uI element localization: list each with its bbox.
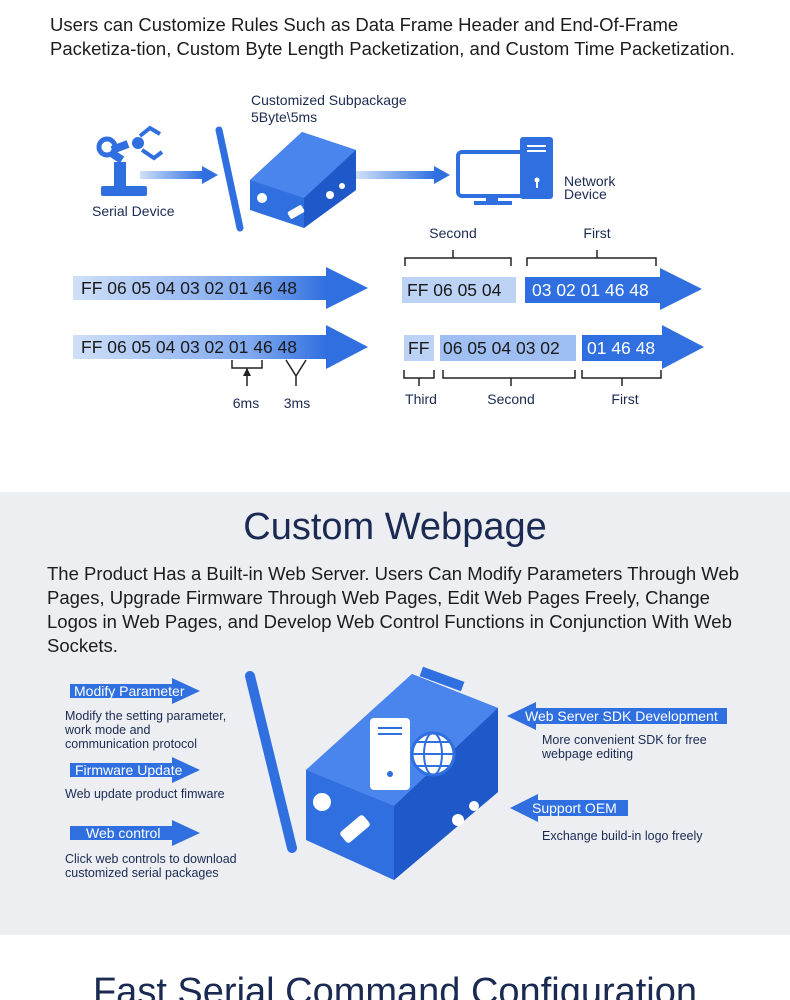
feature-desc-web-control-2: customized serial packages [65, 866, 219, 880]
feature-desc-modify-parameter-2: work mode and [64, 723, 151, 737]
packetization-intro: Users can Customize Rules Such as Data F… [50, 14, 735, 59]
feature-tag-firmware-update [70, 757, 200, 783]
row2-label-first: First [611, 391, 638, 407]
subpackage-label-line1: Customized Subpackage [251, 92, 407, 108]
network-device-label-line2: Device [564, 186, 607, 202]
row2-label-third: Third [405, 391, 437, 407]
feature-tag-support-oem [510, 794, 628, 822]
feature-desc-modify-parameter-3: communication protocol [65, 737, 197, 751]
flow-arrow-icon [356, 166, 450, 184]
feature-tag-web-control [70, 820, 200, 846]
row2-source-arrow [73, 325, 368, 369]
feature-desc-firmware-update: Web update product fimware [65, 787, 225, 801]
web-server-device-icon [245, 666, 498, 880]
packetization-section: Users can Customize Rules Such as Data F… [0, 0, 790, 492]
row1-source-bytes: FF 06 05 04 03 02 01 46 48 [81, 278, 297, 298]
computer-icon [456, 137, 553, 205]
feature-desc-support-oem: Exchange build-in logo freely [542, 829, 703, 843]
row1-label-first: First [583, 225, 610, 241]
row2-time-6ms: 6ms [233, 395, 259, 411]
custom-webpage-description: The Product Has a Built-in Web Server. U… [47, 563, 739, 656]
packetization-diagram: Serial Device Customized Subpackage 5Byt… [73, 92, 704, 411]
serial-command-section: Fast Serial Command Configuration [0, 935, 790, 1000]
row2-packet-second-bytes: 06 05 04 03 02 [443, 338, 560, 358]
serial-device-label: Serial Device [92, 203, 175, 219]
row2-packet-third [404, 335, 434, 361]
subpackage-label-line2: 5Byte\5ms [251, 109, 317, 125]
row2-time-markers [231, 359, 307, 386]
serial-command-title: Fast Serial Command Configuration [92, 971, 698, 1000]
row2-packet-second [440, 335, 576, 361]
feature-label-web-control: Web control [86, 825, 160, 841]
row1-label-second: Second [429, 225, 476, 241]
feature-desc-web-control-1: Click web controls to download [65, 852, 237, 866]
row1-packet-first-bytes: 03 02 01 46 48 [532, 280, 649, 300]
webpage-features-diagram: Modify Parameter Modify the setting para… [64, 666, 727, 880]
feature-label-web-server-sdk: Web Server SDK Development [525, 708, 718, 724]
row2-packet-first-bytes: 01 46 48 [587, 338, 655, 358]
feature-label-firmware-update: Firmware Update [75, 762, 183, 778]
row2-time-3ms: 3ms [284, 395, 310, 411]
row2-packet-first [582, 325, 704, 369]
robot-arm-icon [96, 125, 164, 196]
custom-webpage-title: Custom Webpage [243, 506, 547, 548]
network-device-label-line1: Network [564, 173, 616, 189]
custom-webpage-section: Custom Webpage The Product Has a Built-i… [0, 492, 790, 935]
row1-source-arrow [73, 267, 368, 309]
serial-server-device-icon [215, 126, 356, 232]
feature-desc-modify-parameter-1: Modify the setting parameter, [65, 709, 226, 723]
feature-desc-web-server-sdk-1: More convenient SDK for free [542, 733, 707, 747]
row2-packet-third-bytes: FF [408, 338, 429, 358]
row1-bracket-second [404, 250, 512, 266]
feature-tag-modify-parameter [70, 678, 200, 704]
row1-packet-first [525, 268, 702, 310]
feature-desc-web-server-sdk-2: webpage editing [541, 747, 633, 761]
feature-label-modify-parameter: Modify Parameter [74, 683, 185, 699]
flow-arrow-icon [140, 166, 218, 184]
row2-brackets [403, 370, 662, 386]
row1-packet-second-bytes: FF 06 05 04 [407, 280, 502, 300]
feature-tag-web-server-sdk [507, 702, 727, 730]
row2-source-bytes: FF 06 05 04 03 02 01 46 48 [81, 337, 297, 357]
row1-bracket-first [526, 250, 657, 266]
row2-label-second: Second [487, 391, 534, 407]
row1-packet-second [402, 277, 516, 303]
feature-label-support-oem: Support OEM [532, 800, 617, 816]
